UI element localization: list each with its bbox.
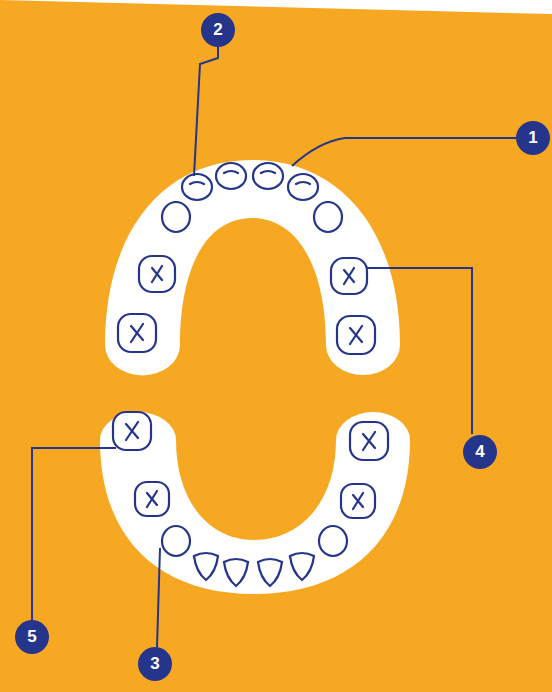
upper-gum [105,160,400,375]
leader-line [32,448,116,620]
tooth [253,163,283,189]
tooth [314,202,342,232]
callout-number: 3 [138,647,172,681]
callout-circle [15,620,49,654]
tooth [288,174,318,200]
leader-line [194,47,218,176]
tooth-mark [190,171,310,184]
callout-number: 4 [463,435,497,469]
callout-number: 2 [201,13,235,47]
tooth [319,526,347,556]
tooth [224,559,248,586]
callout-circle [516,121,550,155]
leader-line [292,138,516,166]
leader-line [367,268,472,434]
callout-circles [15,13,550,681]
callout-number: 5 [15,620,49,654]
tooth [194,553,218,580]
callout-circle [201,13,235,47]
tooth [182,174,212,200]
tooth [162,202,190,232]
tooth [258,559,282,586]
tooth [216,163,246,189]
callout-number: 1 [516,121,550,155]
tooth [290,553,314,580]
molar-mark [131,266,362,344]
tooth [162,526,190,556]
leader-lines [32,47,516,647]
molar-mark [126,422,375,509]
lower-gum [100,412,410,594]
leader-line [157,548,160,647]
teeth [113,163,388,586]
callout-circle [463,435,497,469]
callout-circle [138,647,172,681]
